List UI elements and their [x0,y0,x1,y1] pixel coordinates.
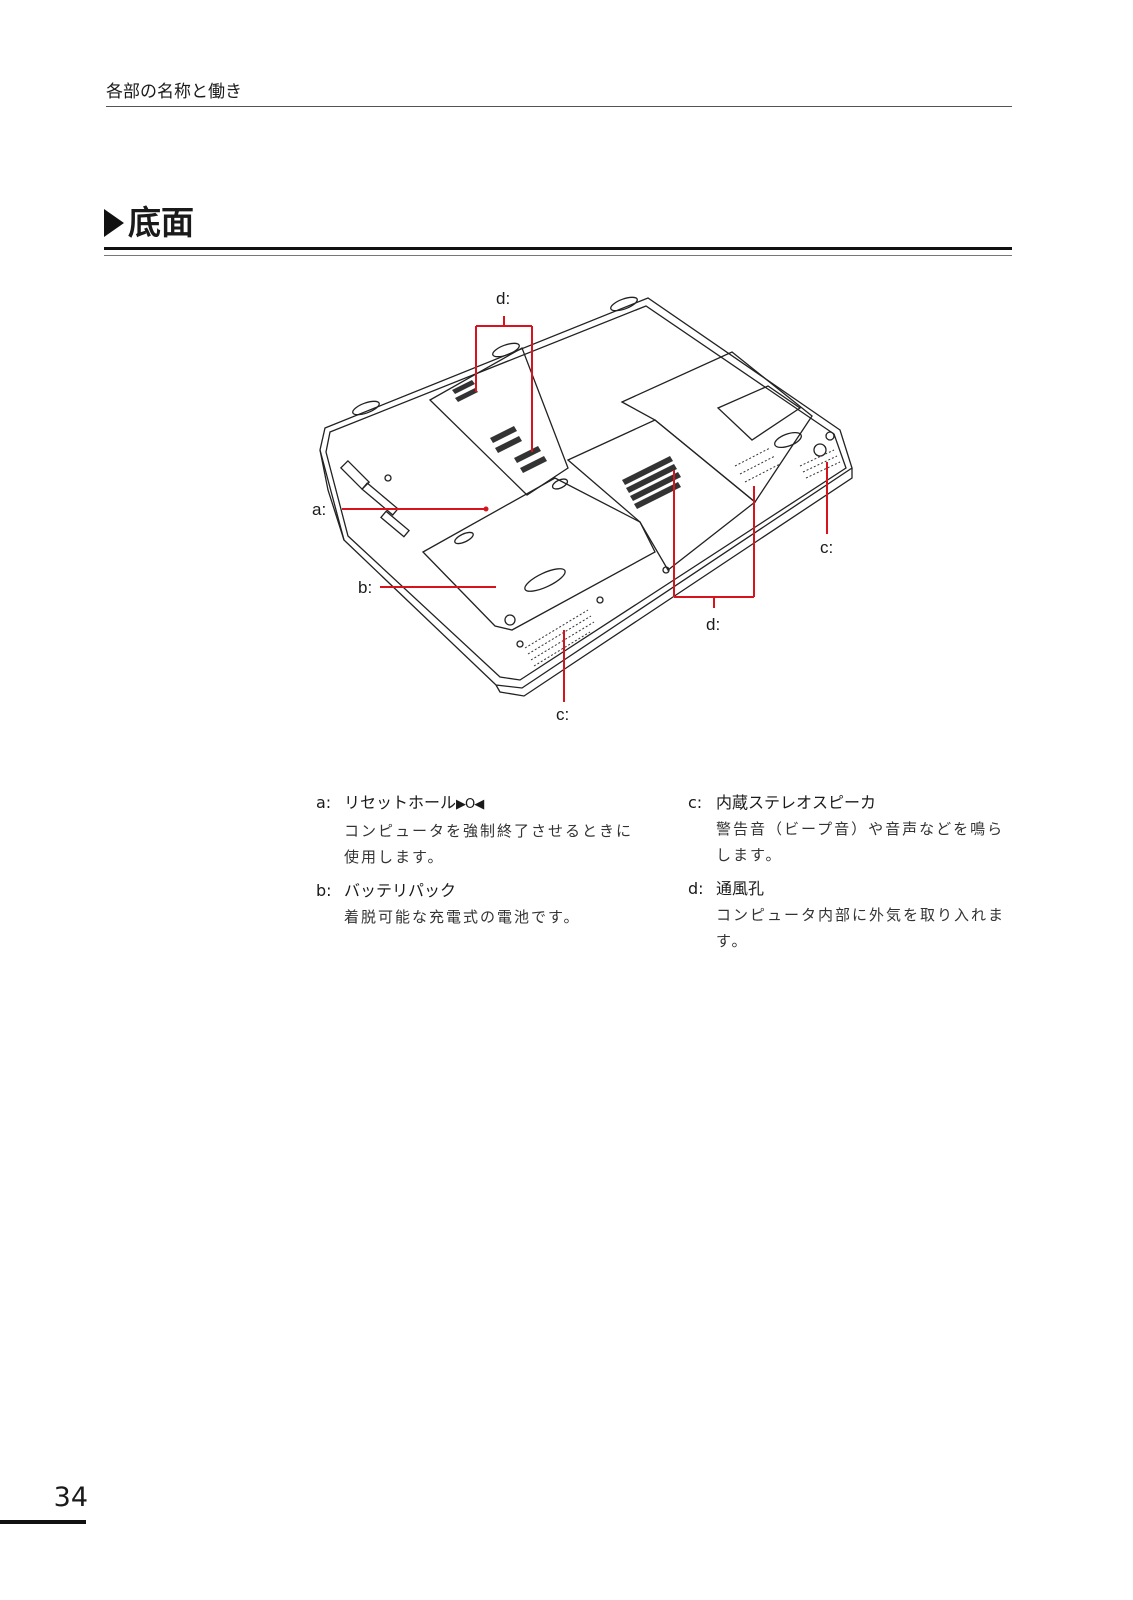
section-rule-thick [104,247,1012,250]
descriptions-right-column: c: 内蔵ステレオスピーカ 警告音（ビープ音）や音声などを鳴らします。 d: 通風孔… [688,790,1018,962]
description-body: 着脱可能な充電式の電池です。 [344,908,581,926]
description-item-d: d: 通風孔 コンピュータ内部に外気を取り入れます。 [688,876,1018,954]
description-letter: c: [688,793,703,812]
description-body: コンピュータ内部に外気を取り入れます。 [716,906,1006,950]
callout-label-d-bottom: d: [706,615,720,634]
section-title: 底面 [104,203,1012,243]
description-body: コンピュータを強制終了させるときに使用します。 [344,822,634,866]
description-heading: b: バッテリパック [316,878,646,904]
laptop-bottom-figure: d: a: b: c: c: d: [300,290,900,750]
description-body: 警告音（ビープ音）や音声などを鳴らします。 [716,820,1005,864]
description-item-b: b: バッテリパック 着脱可能な充電式の電池です。 [316,878,646,930]
vent-grilles [452,380,681,509]
page-number: 34 [53,1482,88,1513]
description-title: 内蔵ステレオスピーカ [716,793,877,812]
descriptions-left-column: a: リセットホール▶O◀ コンピュータを強制終了させるときに使用します。 b: バ… [316,790,646,938]
laptop-bottom-illustration: d: a: b: c: c: d: [312,290,853,724]
laptop-outline [319,296,853,697]
description-item-c: c: 内蔵ステレオスピーカ 警告音（ビープ音）や音声などを鳴らします。 [688,790,1018,868]
reset-symbol-icon: ▶O◀ [456,797,484,812]
section-rule-thin [104,255,1012,256]
speaker-grilles [524,447,841,667]
chapter-header: 各部の名称と働き [106,80,1012,107]
description-heading: c: 内蔵ステレオスピーカ [688,790,1018,816]
description-letter: b: [316,881,332,900]
description-title: リセットホール [344,793,457,812]
reset-hole-marker [483,506,489,512]
callout-label-c-bottom: c: [556,705,569,724]
description-letter: a: [316,793,332,812]
callout-label-a: a: [312,500,326,519]
page-number-bar [0,1520,86,1524]
callout-label-c-right: c: [820,538,833,557]
callout-lines [342,316,828,702]
description-heading: d: 通風孔 [688,876,1018,902]
description-title: バッテリパック [344,881,457,900]
description-heading: a: リセットホール▶O◀ [316,790,646,818]
description-item-a: a: リセットホール▶O◀ コンピュータを強制終了させるときに使用します。 [316,790,646,870]
triangle-marker-icon [104,209,124,237]
description-letter: d: [688,879,704,898]
callout-label-b: b: [358,578,372,597]
section-title-text: 底面 [128,203,194,242]
description-title: 通風孔 [716,879,765,898]
callout-label-d-top: d: [496,290,510,308]
